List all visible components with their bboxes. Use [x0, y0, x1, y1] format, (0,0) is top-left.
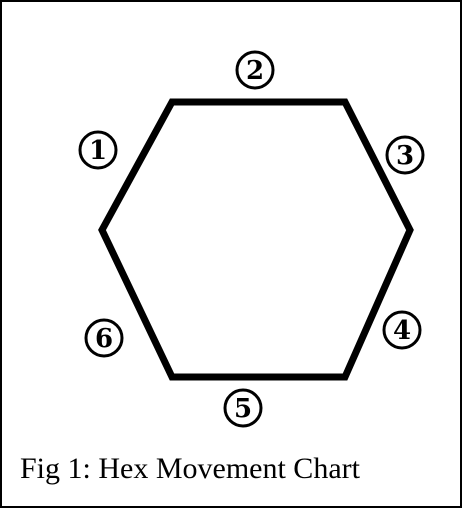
side-marker-3: 3 [385, 135, 425, 175]
hexagon-outline [98, 98, 414, 381]
side-label-5: 5 [234, 394, 252, 424]
side-label-4: 4 [393, 316, 411, 346]
side-marker-1: 1 [78, 130, 118, 170]
side-label-3: 3 [396, 141, 414, 171]
side-marker-5: 5 [223, 388, 263, 428]
side-marker-circle [235, 50, 275, 90]
side-marker-circle [382, 310, 422, 350]
side-marker-2: 2 [235, 50, 275, 90]
side-label-6: 6 [95, 324, 113, 354]
side-marker-circle [78, 130, 118, 170]
side-label-1: 1 [89, 136, 107, 166]
side-label-2: 2 [246, 56, 264, 86]
side-marker-4: 4 [382, 310, 422, 350]
figure-caption: Fig 1: Hex Movement Chart [20, 452, 360, 485]
side-marker-6: 6 [84, 318, 124, 358]
side-marker-circle [223, 388, 263, 428]
side-marker-circle [385, 135, 425, 175]
side-marker-circle [84, 318, 124, 358]
